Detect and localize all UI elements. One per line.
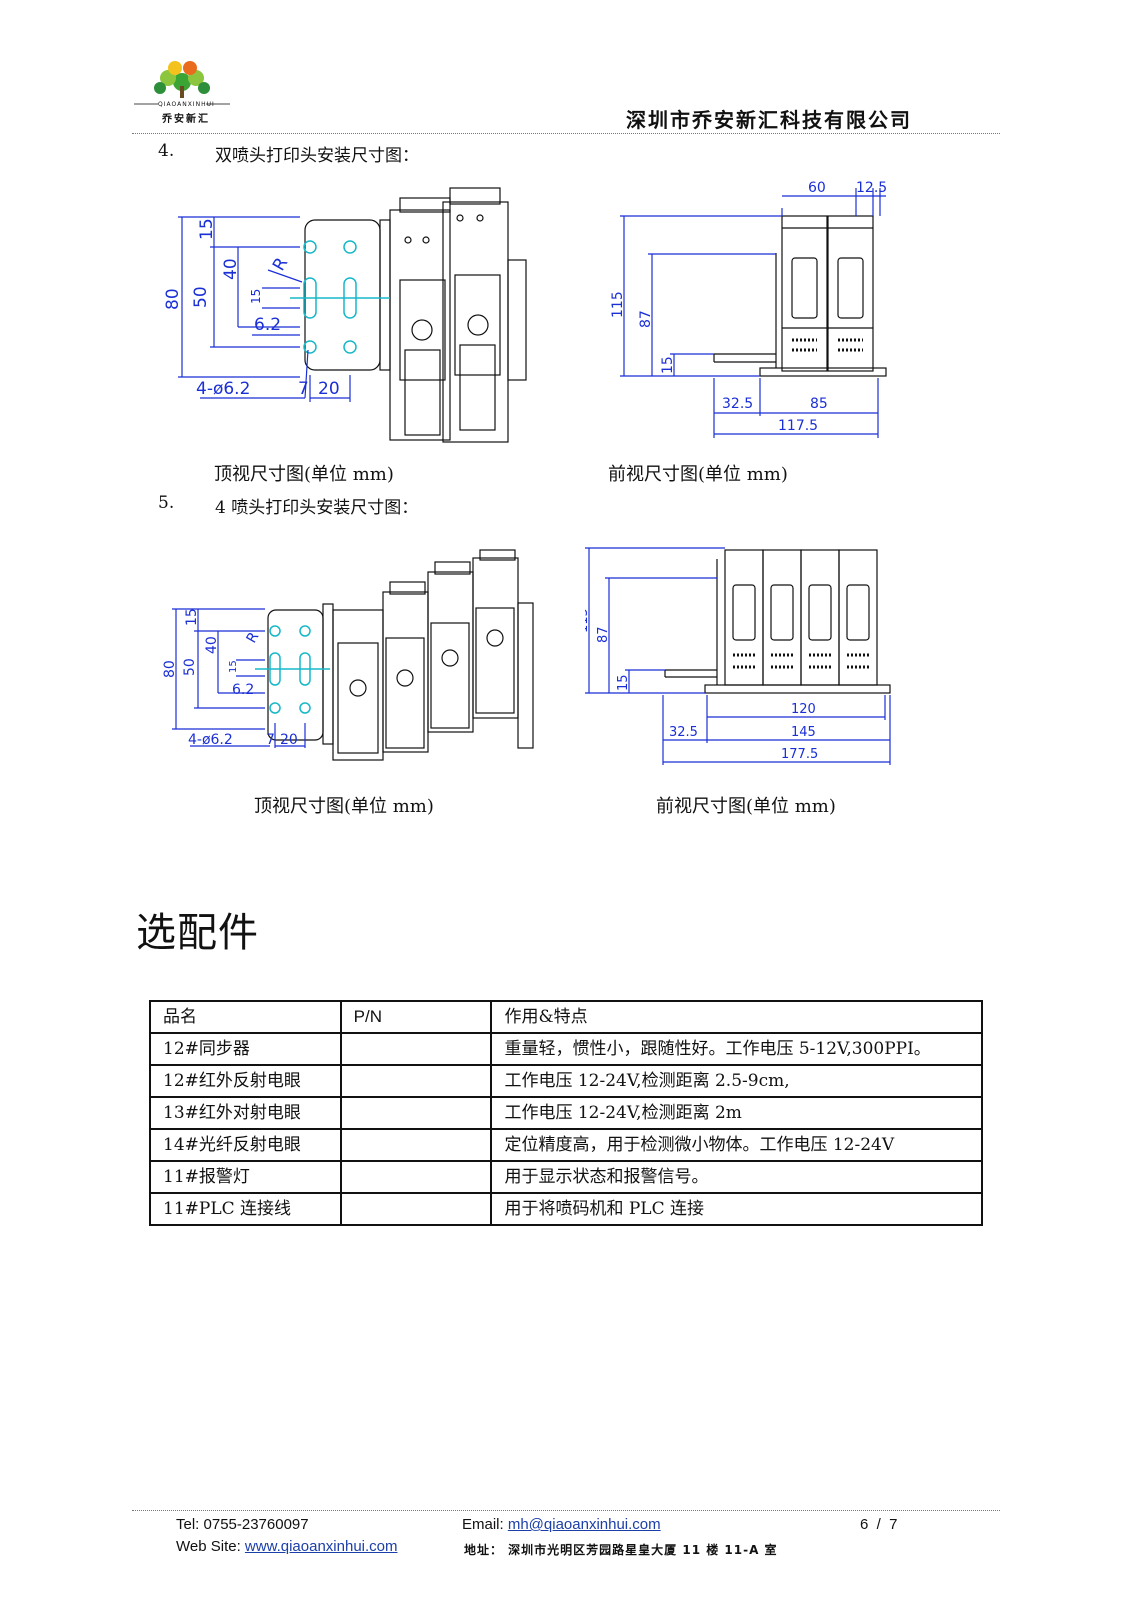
table-header-cell: 品名 <box>149 1000 342 1034</box>
header: QIAOANXINHUI 乔安新汇 深圳市乔安新汇科技有限公司 <box>0 0 1131 140</box>
section-5-front-view-drawing: 115 87 15 32.5 120 145 177.5 <box>585 547 891 765</box>
table-cell <box>339 1096 493 1130</box>
front-dim-87: 87 <box>596 626 611 643</box>
dim-50: 50 <box>182 658 198 676</box>
dim-80: 80 <box>163 288 183 310</box>
dim-20: 20 <box>280 732 298 748</box>
email-label: Email: <box>462 1516 508 1533</box>
website-label: Web Site: <box>176 1538 245 1555</box>
dim-20: 20 <box>318 379 340 399</box>
company-logo <box>134 61 230 105</box>
table-cell: 用于将喷码机和 PLC 连接 <box>490 1192 983 1226</box>
front-dim-177-5: 177.5 <box>781 747 818 762</box>
section-5-top-caption: 顶视尺寸图(单位 mm) <box>254 796 434 817</box>
table-cell: 工作电压 12-24V,检测距离 2m <box>490 1096 983 1130</box>
accessories-title: 选配件 <box>136 910 259 956</box>
dim-7: 7 <box>298 379 309 399</box>
footer-email: Email: mh@qiaoanxinhui.com <box>462 1516 661 1533</box>
logo-text-top: QIAOANXINHUI <box>158 101 215 108</box>
section-4-front-caption: 前视尺寸图(单位 mm) <box>608 464 788 485</box>
dim-holes: 4-ø6.2 <box>196 379 250 399</box>
company-name: 深圳市乔安新汇科技有限公司 <box>626 108 912 132</box>
front-dim-12-5: 12.5 <box>856 180 887 196</box>
front-dim-120: 120 <box>791 702 816 717</box>
front-dim-60: 60 <box>808 180 826 196</box>
table-row: 12#红外反射电眼 工作电压 12-24V,检测距离 2.5-9cm, <box>149 1064 983 1098</box>
front-dim-145: 145 <box>791 725 816 740</box>
dim-6-2: 6.2 <box>232 682 254 698</box>
table-cell: 14#光纤反射电眼 <box>149 1128 342 1162</box>
dim-s15: 15 <box>249 289 263 304</box>
front-dim-15: 15 <box>616 674 631 691</box>
table-row: 13#红外对射电眼 工作电压 12-24V,检测距离 2m <box>149 1096 983 1130</box>
footer-address: 地址： 深圳市光明区芳园路星皇大厦 11 楼 11-A 室 <box>464 1543 778 1557</box>
table-row: 11#PLC 连接线 用于将喷码机和 PLC 连接 <box>149 1192 983 1226</box>
dim-15: 15 <box>197 218 217 240</box>
table-header-cell: 作用&特点 <box>490 1000 983 1034</box>
dim-50: 50 <box>191 286 211 308</box>
table-cell: 11#PLC 连接线 <box>149 1192 342 1226</box>
table-cell: 定位精度高，用于检测微小物体。工作电压 12-24V <box>490 1128 983 1162</box>
section-5-title: 4 喷头打印头安装尺寸图： <box>215 498 419 518</box>
table-cell <box>339 1192 493 1226</box>
table-cell: 12#同步器 <box>149 1032 342 1066</box>
section-5-top-view-drawing: 15 40 80 50 R 15 6.2 4-ø6.2 7 20 <box>162 549 534 761</box>
dim-6-2: 6.2 <box>254 315 281 335</box>
table-cell <box>339 1128 493 1162</box>
table-cell <box>339 1064 493 1098</box>
section-4-number: 4. <box>158 141 175 161</box>
dim-holes: 4-ø6.2 <box>188 732 233 748</box>
front-dim-32-5: 32.5 <box>669 725 698 740</box>
table-header-row: 品名 P/N 作用&特点 <box>149 1000 983 1034</box>
table-cell <box>339 1160 493 1194</box>
table-cell: 重量轻，惯性小，跟随性好。工作电压 5-12V,300PPI。 <box>490 1032 983 1066</box>
table-row: 12#同步器 重量轻，惯性小，跟随性好。工作电压 5-12V,300PPI。 <box>149 1032 983 1066</box>
table-cell <box>339 1032 493 1066</box>
section-5-number: 5. <box>158 493 175 513</box>
front-dim-32-5: 32.5 <box>722 396 753 412</box>
dim-7: 7 <box>266 732 275 748</box>
header-divider <box>132 133 1000 134</box>
logo-text-bottom: 乔安新汇 <box>162 114 210 125</box>
page-number: 6 / 7 <box>860 1516 898 1533</box>
section-4-top-caption: 顶视尺寸图(单位 mm) <box>214 464 394 485</box>
table-cell: 工作电压 12-24V,检测距离 2.5-9cm, <box>490 1064 983 1098</box>
front-dim-115: 115 <box>585 608 591 633</box>
table-cell: 11#报警灯 <box>149 1160 342 1194</box>
dim-80: 80 <box>162 660 178 678</box>
footer-tel: Tel: 0755-23760097 <box>176 1516 309 1533</box>
table-header-cell: P/N <box>339 1000 493 1034</box>
front-dim-87: 87 <box>638 310 654 328</box>
footer-divider <box>132 1510 1000 1511</box>
table-cell: 12#红外反射电眼 <box>149 1064 342 1098</box>
front-dim-85: 85 <box>810 396 828 412</box>
section-4-top-view-drawing: 15 40 80 50 R 15 6.2 4-ø6.2 7 20 <box>163 187 527 443</box>
dim-r: R <box>244 629 263 646</box>
section-5-front-caption: 前视尺寸图(单位 mm) <box>656 796 836 817</box>
table-row: 11#报警灯 用于显示状态和报警信号。 <box>149 1160 983 1194</box>
section-4-front-view-drawing: 60 12.5 115 87 15 32.5 85 117.5 <box>610 180 887 438</box>
website-link[interactable]: www.qiaoanxinhui.com <box>244 1538 398 1555</box>
email-link[interactable]: mh@qiaoanxinhui.com <box>507 1516 661 1533</box>
dim-40: 40 <box>221 258 241 280</box>
table-cell: 用于显示状态和报警信号。 <box>490 1160 983 1194</box>
front-dim-117-5: 117.5 <box>778 418 818 434</box>
table-row: 14#光纤反射电眼 定位精度高，用于检测微小物体。工作电压 12-24V <box>149 1128 983 1162</box>
accessories-table: 品名 P/N 作用&特点 12#同步器 重量轻，惯性小，跟随性好。工作电压 5-… <box>149 1000 983 1226</box>
front-dim-15: 15 <box>660 356 676 374</box>
section-4-title: 双喷头打印头安装尺寸图： <box>215 146 419 166</box>
dim-15: 15 <box>184 608 200 626</box>
dim-40: 40 <box>204 636 220 654</box>
table-cell: 13#红外对射电眼 <box>149 1096 342 1130</box>
footer-website: Web Site: www.qiaoanxinhui.com <box>176 1538 398 1555</box>
front-dim-115: 115 <box>610 291 626 318</box>
dim-s15: 15 <box>228 660 239 673</box>
